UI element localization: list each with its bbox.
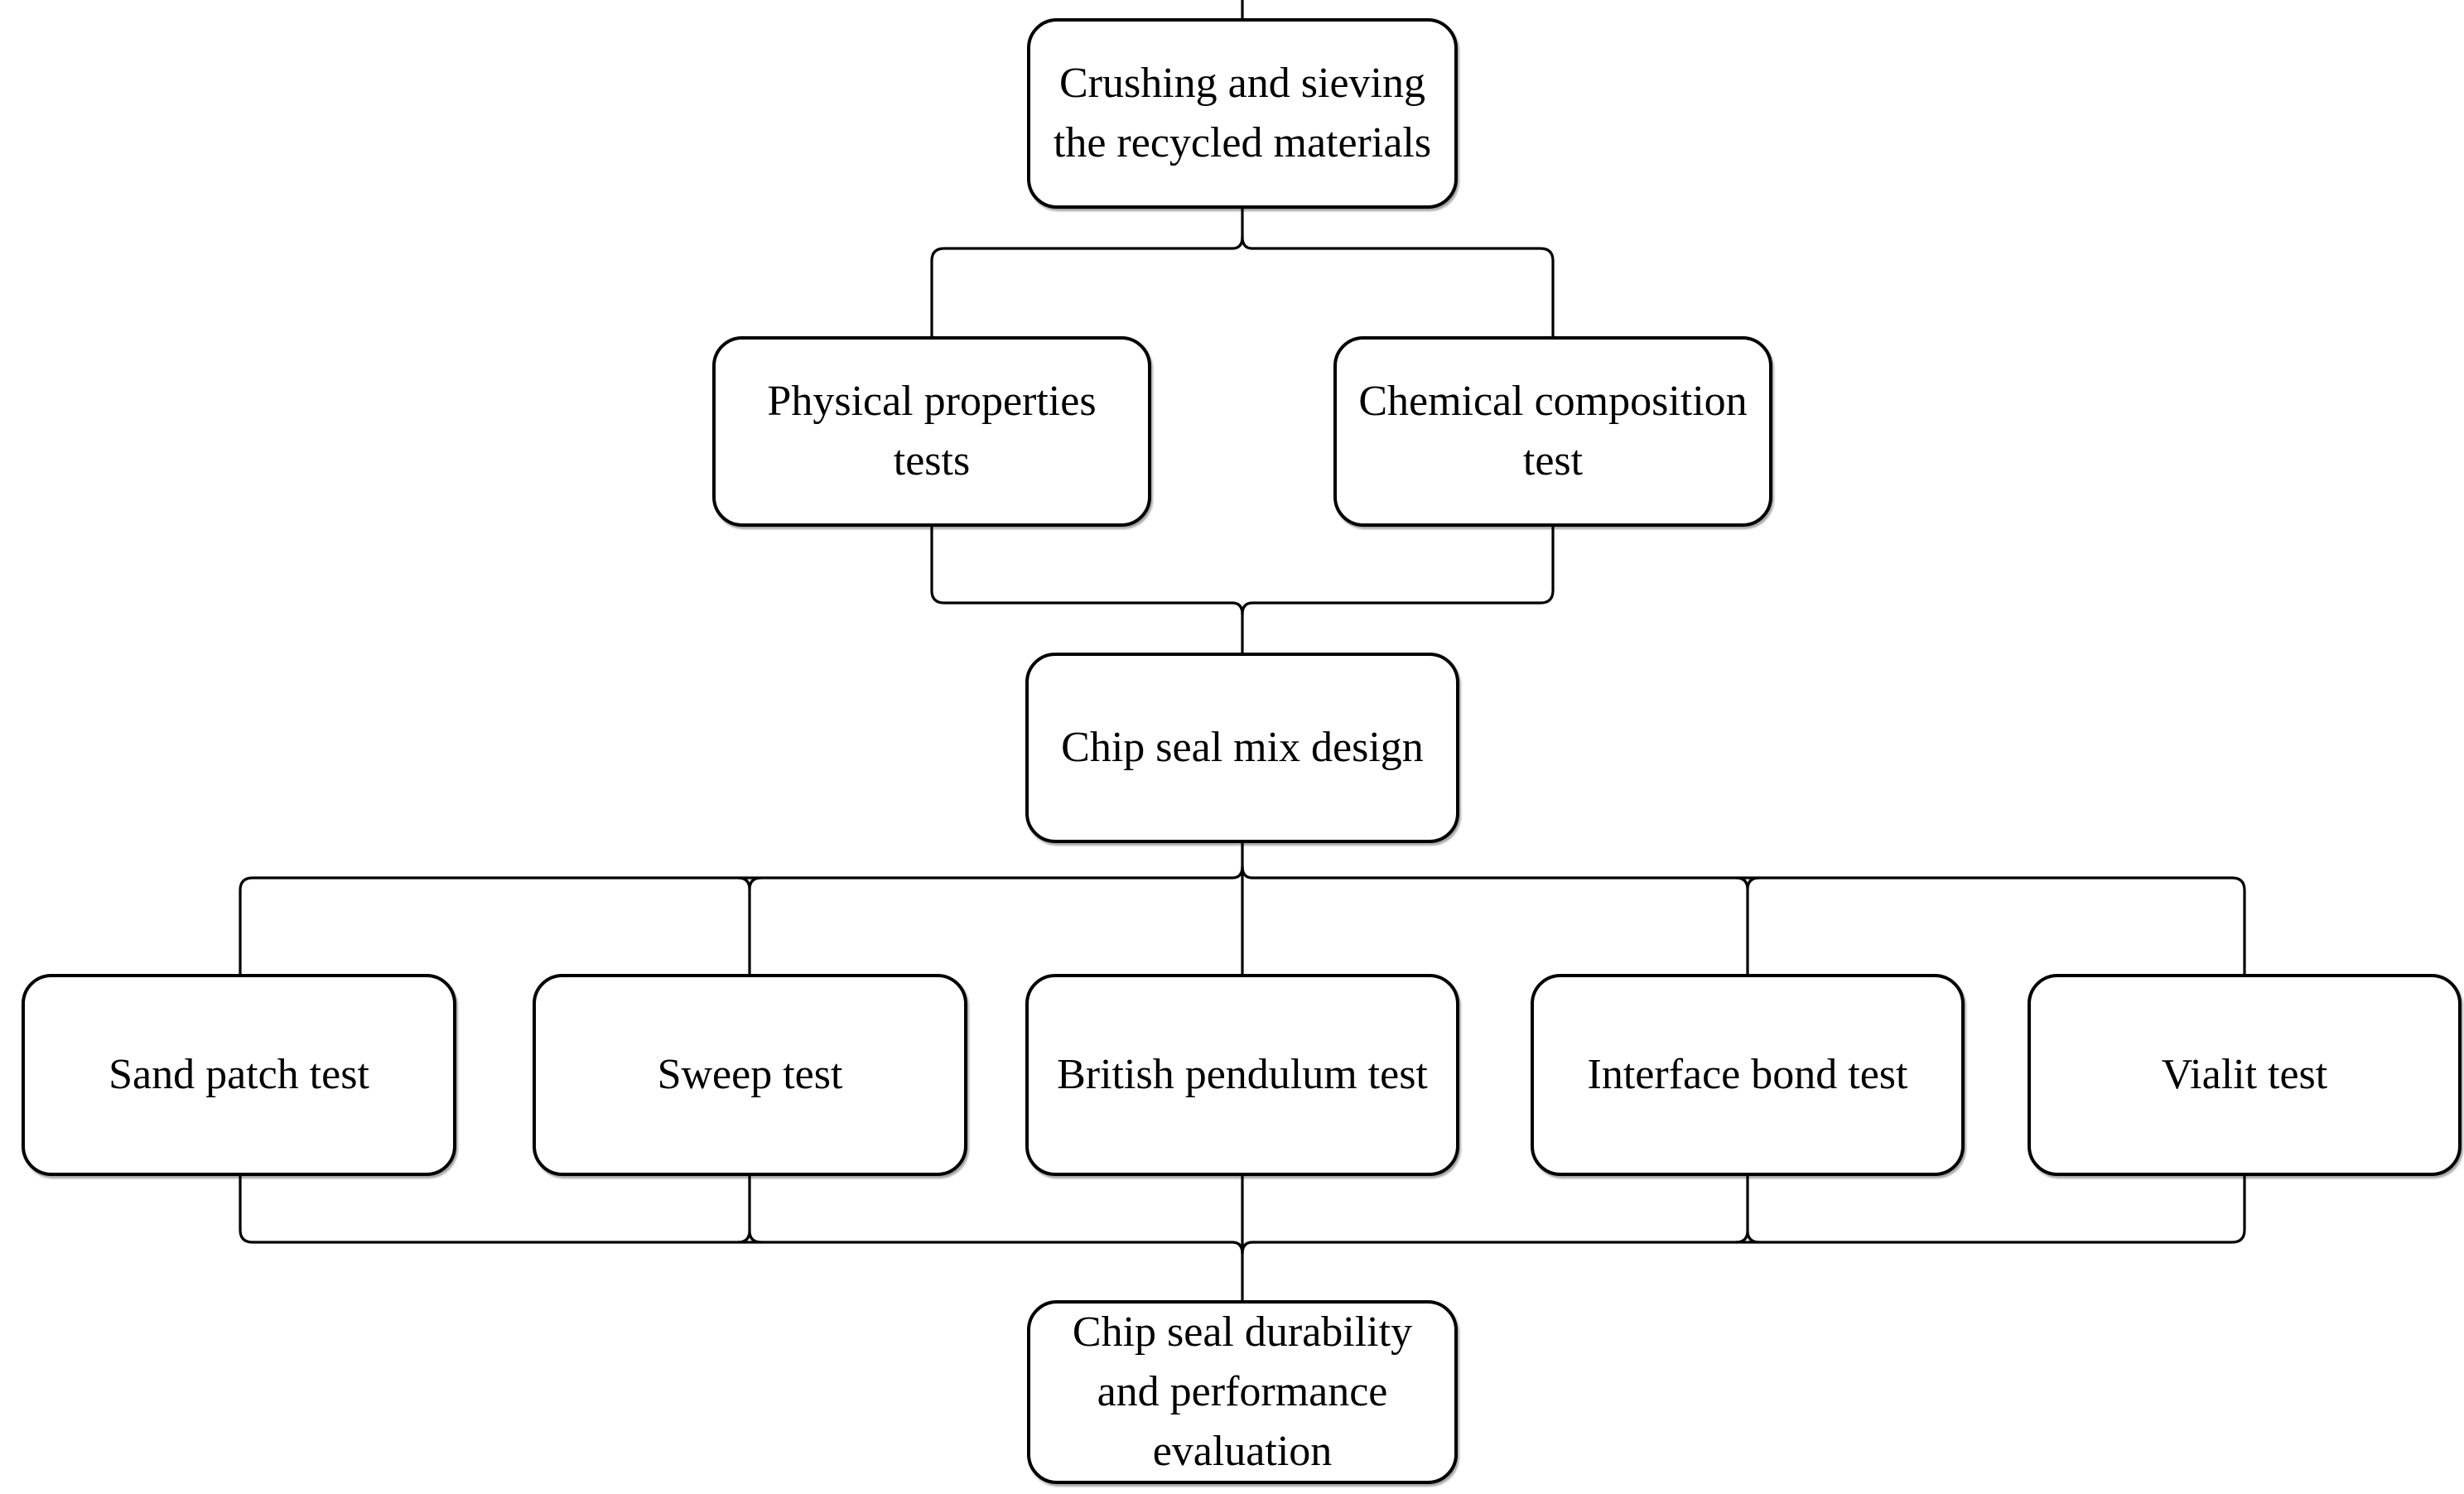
edge-chemical-to-merge — [1241, 527, 1555, 615]
edge-sweep-to-bus-fillet — [748, 1230, 762, 1244]
edge-interface-to-bus — [1735, 1176, 1749, 1244]
node-crushing-sieving-label: Crushing and sieving the recycled materi… — [1053, 60, 1432, 166]
node-sweep-test: Sweep test — [533, 974, 967, 1176]
node-chemical-composition: Chemical composition test — [1333, 336, 1772, 527]
edge-bus-to-vialit — [1241, 865, 2246, 974]
node-interface-bond-test-label: Interface bond test — [1587, 1051, 1908, 1099]
edge-vialit-to-bus — [1241, 1176, 2246, 1255]
node-british-pendulum-test-label: British pendulum test — [1057, 1051, 1428, 1099]
edge-interface-to-bus-fillet — [1746, 1230, 1760, 1244]
node-sweep-test-label: Sweep test — [657, 1051, 843, 1099]
node-chip-seal-mix-design-label: Chip seal mix design — [1061, 724, 1424, 772]
node-durability-performance-evaluation: Chip seal durability and performance eva… — [1027, 1300, 1458, 1484]
node-chip-seal-mix-design: Chip seal mix design — [1025, 653, 1459, 843]
node-chemical-composition-label: Chemical composition test — [1358, 378, 1748, 484]
edge-sweep-to-bus — [737, 1176, 751, 1244]
edge-bus-to-sweep — [737, 876, 751, 974]
edge-bus-to-interface-fillet — [1746, 876, 1760, 890]
node-vialit-test-label: Vialit test — [2161, 1051, 2328, 1099]
edge-bus-to-sweep-fillet — [748, 876, 762, 890]
node-sand-patch-test: Sand patch test — [22, 974, 456, 1176]
edge-bus-to-interface — [1735, 876, 1749, 974]
node-vialit-test: Vialit test — [2028, 974, 2462, 1176]
node-durability-performance-evaluation-label: Chip seal durability and performance eva… — [1072, 1308, 1413, 1475]
node-physical-properties-label: Physical properties tests — [767, 378, 1097, 484]
edge-bus-to-sand — [239, 865, 1244, 974]
node-physical-properties: Physical properties tests — [712, 336, 1151, 527]
edge-split-to-physical — [930, 236, 1244, 336]
node-crushing-sieving: Crushing and sieving the recycled materi… — [1027, 18, 1458, 209]
node-sand-patch-test-label: Sand patch test — [108, 1051, 369, 1099]
node-interface-bond-test: Interface bond test — [1531, 974, 1965, 1176]
edge-physical-to-merge — [930, 527, 1244, 615]
node-british-pendulum-test: British pendulum test — [1025, 974, 1459, 1176]
edge-split-to-chemical — [1241, 236, 1555, 336]
